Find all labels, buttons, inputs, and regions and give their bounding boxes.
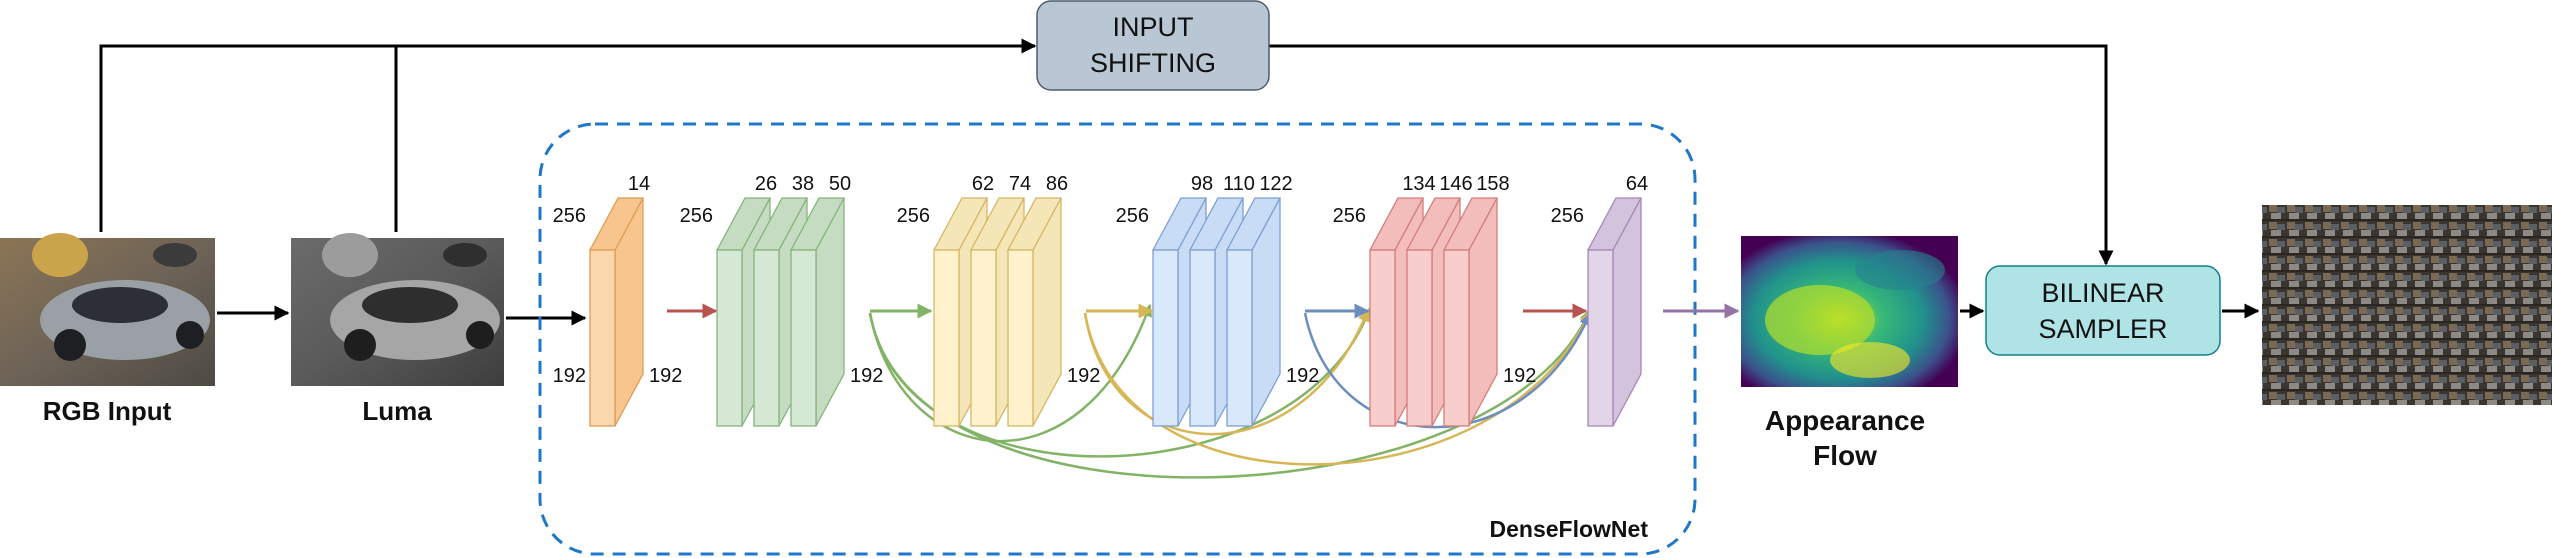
- input-shifting-box: INPUT SHIFTING: [1036, 0, 1270, 91]
- output-image: [2262, 205, 2552, 405]
- block-6: 64 256: [1551, 173, 1648, 427]
- block-5-channels-2: 146: [1439, 173, 1472, 195]
- block-2-height-label: 256: [680, 205, 713, 227]
- block-3-channels-1: 62: [972, 173, 994, 195]
- block-2-slab-2-front: [753, 249, 780, 427]
- block-5-slab-3-front: [1443, 249, 1470, 427]
- block-1-channels-1: 14: [628, 173, 650, 195]
- block-4-slab-3-front: [1226, 249, 1253, 427]
- block-2-channels-3: 50: [829, 173, 851, 195]
- block-5-width-label-right: 192: [1503, 365, 1536, 387]
- denseflownet-label: DenseFlowNet: [1490, 516, 1649, 542]
- block-4-channels-1: 98: [1191, 173, 1213, 195]
- bilinear-sampler-label-1: BILINEAR: [2041, 278, 2164, 308]
- appearance-flow-label-2: Flow: [1813, 440, 1877, 471]
- block-3-height-label: 256: [897, 205, 930, 227]
- luma-image: [291, 233, 504, 386]
- block-2: 26 38 50 256 192: [680, 173, 883, 427]
- block-4-slab-2-front: [1189, 249, 1216, 427]
- denseflownet-box: [538, 122, 1697, 556]
- block-5-height-label: 256: [1333, 205, 1366, 227]
- block-6-height-label: 256: [1551, 205, 1584, 227]
- block-4-width-label-right: 192: [1286, 365, 1319, 387]
- dense-skip-curves: [868, 303, 1592, 479]
- block-4-height-label: 256: [1116, 205, 1149, 227]
- input-shifting-label-1: INPUT: [1113, 12, 1194, 42]
- rgb-input-label: RGB Input: [43, 396, 172, 426]
- bilinear-sampler-label-2: SAMPLER: [2038, 314, 2167, 344]
- block-1-width-label-right: 192: [649, 365, 682, 387]
- rgb-input-image: [0, 233, 215, 386]
- block-5-slab-1-front: [1369, 249, 1396, 427]
- input-shifting-label-2: SHIFTING: [1090, 48, 1216, 78]
- block-3-slab-1-front: [933, 249, 960, 427]
- block-1-width-label: 192: [553, 365, 586, 387]
- block-5-channels-3: 158: [1476, 173, 1509, 195]
- appearance-flow-label-1: Appearance: [1765, 405, 1925, 436]
- block-3-width-label-right: 192: [1067, 365, 1100, 387]
- block-4-slab-1-front: [1152, 249, 1179, 427]
- block-6-channels-1: 64: [1626, 173, 1648, 195]
- block-1-height-label: 256: [553, 205, 586, 227]
- block-3-channels-3: 86: [1046, 173, 1068, 195]
- block-2-width-label-right: 192: [850, 365, 883, 387]
- block-4-channels-2: 110: [1223, 173, 1255, 195]
- block-1: 14 256 192 192: [553, 173, 682, 427]
- skip-connections: [99, 38, 2114, 266]
- block-4-channels-3: 122: [1259, 173, 1292, 195]
- block-3-channels-2: 74: [1009, 173, 1031, 195]
- block-5-slab-2-front: [1406, 249, 1433, 427]
- luma-label: Luma: [362, 396, 432, 426]
- appearance-flow-image: [1741, 236, 1958, 387]
- block-6-slab-1-front: [1587, 249, 1614, 427]
- block-3: 62 74 86 256 192: [897, 173, 1100, 427]
- block-3-slab-3-front: [1007, 249, 1034, 427]
- conv-blocks: 14 256 192 192 26 38 50 256 192 62 74 86 256 192 98 110…: [553, 173, 1648, 427]
- block-2-slab-3-front: [790, 249, 817, 427]
- block-2-channels-2: 38: [792, 173, 814, 195]
- block-3-slab-2-front: [970, 249, 997, 427]
- bilinear-sampler-box: BILINEAR SAMPLER: [1985, 265, 2221, 356]
- block-5-channels-1: 134: [1402, 173, 1435, 195]
- block-1-slab-1-front: [589, 249, 616, 427]
- block-2-slab-1-front: [716, 249, 743, 427]
- block-2-channels-1: 26: [755, 173, 777, 195]
